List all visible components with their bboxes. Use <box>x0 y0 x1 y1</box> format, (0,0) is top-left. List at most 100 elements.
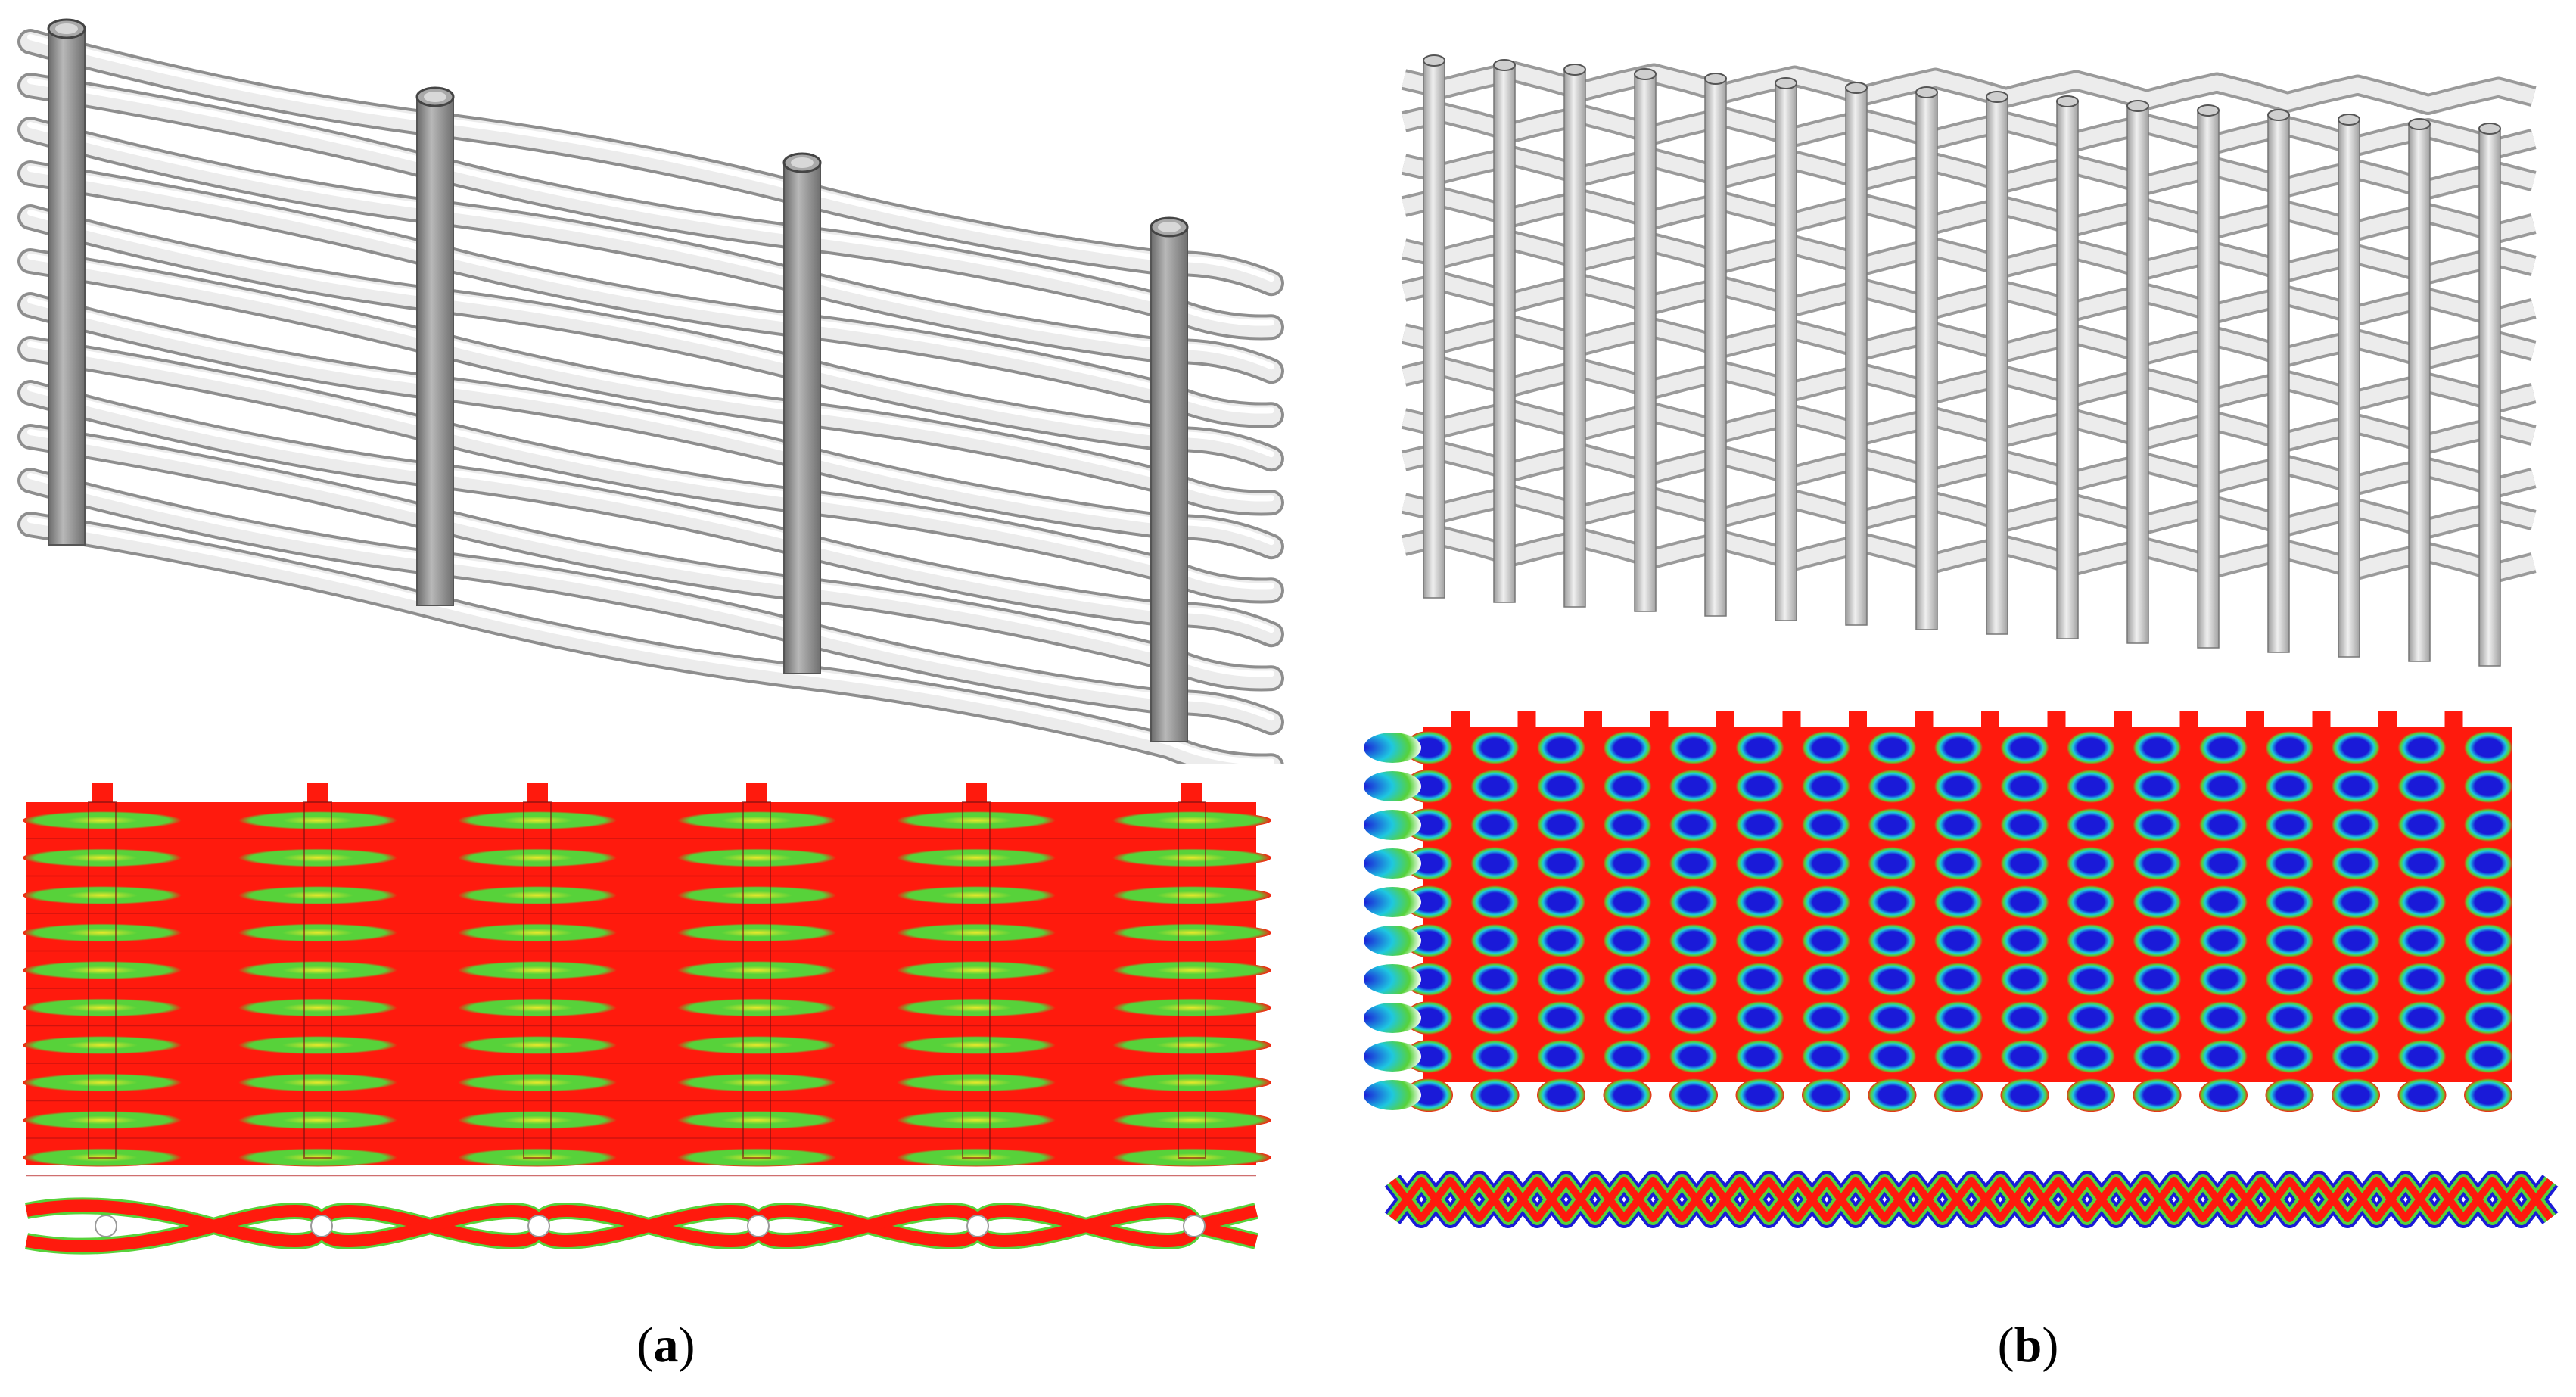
contour-cell <box>677 848 836 867</box>
section-post-circle <box>95 1215 117 1237</box>
contour-cell <box>2133 731 2182 764</box>
contour-cell <box>1735 808 1784 842</box>
weave-post <box>48 28 86 546</box>
contour-cell <box>1802 924 1850 957</box>
contour-post-outline <box>303 801 332 1159</box>
weave-post-cap <box>1986 91 2008 103</box>
contour-cell <box>2000 847 2049 880</box>
section-strand <box>1389 1177 2553 1222</box>
contour-cell <box>458 1036 617 1054</box>
panel-b-caption: (b) <box>1997 1318 2059 1373</box>
weave-post <box>2126 105 2149 644</box>
contour-cell <box>1405 1040 1453 1073</box>
contour-cell <box>2133 924 2182 957</box>
contour-cell <box>1735 1040 1784 1073</box>
weave-post-cap <box>1423 54 1445 67</box>
weave-wire <box>20 515 1281 764</box>
contour-cell <box>2199 885 2248 919</box>
contour-cell <box>2265 924 2314 957</box>
contour-cell <box>2332 1078 2380 1112</box>
contour-cell <box>2397 1040 2447 1073</box>
contour-cell <box>2332 731 2380 764</box>
weave-post <box>2478 128 2501 667</box>
contour-post-outline <box>962 801 991 1159</box>
panel-b: (b) <box>1362 0 2576 1397</box>
weave-post-cap <box>2478 123 2501 135</box>
contour-cell <box>1802 731 1850 764</box>
weave-post <box>1150 226 1188 742</box>
contour-cell <box>897 1111 1056 1129</box>
contour-cell <box>677 1111 836 1129</box>
contour-edge-cell <box>1364 926 1421 956</box>
contour-cell <box>1868 808 1917 842</box>
contour-cell <box>238 923 397 942</box>
panel-b-cross-section <box>1384 1171 2559 1228</box>
contour-post-tab <box>2179 711 2198 730</box>
contour-cell <box>1603 731 1652 764</box>
contour-cell <box>897 1036 1056 1054</box>
contour-cell <box>1669 1001 1718 1035</box>
contour-cell <box>1735 847 1784 880</box>
contour-field <box>26 802 1256 1165</box>
contour-post-tab <box>1849 711 1867 730</box>
contour-cell <box>1112 848 1271 867</box>
contour-cell <box>2397 885 2447 919</box>
contour-cell <box>458 923 617 942</box>
contour-cell <box>2397 1078 2447 1112</box>
contour-cell <box>1934 1078 1983 1112</box>
weave-post <box>416 96 454 606</box>
contour-cell <box>458 1073 617 1092</box>
contour-cell <box>1802 1078 1850 1112</box>
weave-post-cap <box>2056 95 2079 107</box>
weave-post-cap-inner <box>791 157 814 168</box>
weave-post <box>2056 101 2079 639</box>
contour-cell <box>1868 1040 1917 1073</box>
contour-cell <box>1934 963 1983 996</box>
section-strand <box>1389 1177 2553 1222</box>
contour-cell <box>2067 770 2115 803</box>
contour-post-tab <box>2246 711 2264 730</box>
contour-cell <box>238 1073 397 1092</box>
contour-cell <box>1603 1001 1652 1035</box>
contour-cell <box>1537 1078 1585 1112</box>
contour-cell <box>2332 1001 2380 1035</box>
weave-post-cap <box>1634 68 1657 80</box>
section-post-circle <box>966 1215 989 1237</box>
section-post-circle <box>1183 1215 1206 1237</box>
weave-post-cap <box>1775 77 1797 89</box>
contour-cell <box>2133 1078 2182 1112</box>
contour-cell <box>238 961 397 979</box>
contour-cell <box>1802 808 1850 842</box>
contour-edge-cell <box>1364 1003 1421 1033</box>
contour-cell <box>1470 1078 1520 1112</box>
contour-cell <box>2199 963 2248 996</box>
contour-cell <box>2464 924 2512 957</box>
contour-cell <box>1112 886 1271 904</box>
contour-cell <box>2000 924 2049 957</box>
contour-cell <box>2265 1001 2314 1035</box>
contour-cell <box>458 811 617 829</box>
contour-cell <box>1802 885 1850 919</box>
contour-edge-cell <box>1364 848 1421 879</box>
contour-cell <box>1669 808 1718 842</box>
contour-cell <box>1669 1078 1718 1112</box>
contour-edge-cell <box>1364 887 1421 917</box>
contour-cell <box>1537 731 1585 764</box>
contour-cell <box>1669 963 1718 996</box>
contour-cell <box>1537 770 1585 803</box>
weave-post <box>2197 110 2220 649</box>
contour-cell <box>1405 885 1453 919</box>
contour-cell <box>1603 1078 1652 1112</box>
contour-post-outline <box>523 801 552 1159</box>
contour-cell <box>2000 1078 2049 1112</box>
contour-cell <box>23 1073 182 1092</box>
contour-cell <box>23 1036 182 1054</box>
contour-cell <box>1669 1040 1718 1073</box>
contour-edge-cell <box>1364 733 1421 763</box>
contour-cell <box>2397 924 2447 957</box>
contour-cell <box>2067 924 2115 957</box>
contour-post-outline <box>742 801 771 1159</box>
contour-post-tab <box>1650 711 1669 730</box>
contour-cell <box>2464 1001 2512 1035</box>
contour-post-outline <box>1178 801 1206 1159</box>
